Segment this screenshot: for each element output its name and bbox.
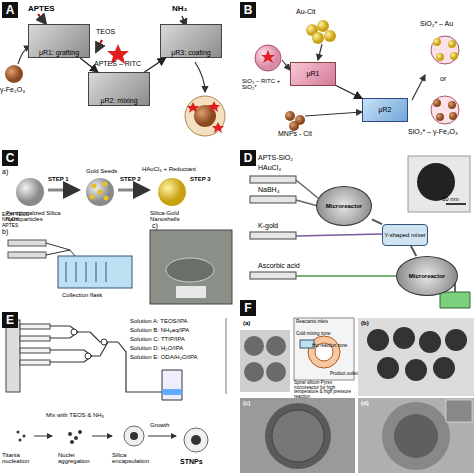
node-text: μR2: mixing — [100, 97, 137, 104]
microreactor-chip: μR3: coating — [160, 24, 222, 58]
node-text: μR3: coating — [171, 49, 210, 56]
annotation-label: NH₃ — [172, 5, 187, 13]
node-text: F — [244, 302, 251, 315]
annotation-label: Hot reaction zone — [312, 344, 347, 349]
annotation-label: TEOS — [96, 28, 115, 35]
flow-connector — [336, 86, 362, 99]
annotation-label: HAuCl₄ + Reductant — [142, 166, 196, 172]
reagent-arrow — [96, 40, 102, 52]
annotation-label: (d) — [361, 400, 369, 406]
annotation-label: SiO₂ – RITC + SiO₂* — [242, 78, 287, 91]
annotation-label: Spiral silicon-Pyrex microreactor for hi… — [294, 381, 354, 400]
annotation-label: Mix with TEOS & NH₃ — [46, 412, 104, 418]
annotation-label: (b) — [361, 320, 369, 326]
annotation-label: c) — [152, 222, 158, 229]
annotation-label: Reactants inlets — [296, 320, 328, 325]
annotation-label: Solution E: ODA/H₂O/IPA — [130, 354, 198, 360]
annotation-label: Au-Cit — [296, 8, 315, 15]
annotation-label: Solution C: TTIP/IPA — [130, 336, 185, 342]
annotation-label: (c) — [243, 400, 250, 406]
annotation-label: Functionalized Silica Nanoparticles — [6, 210, 76, 223]
panel-b-art — [255, 20, 459, 131]
iron-oxide-particle — [5, 65, 23, 83]
flow-arrow — [195, 62, 205, 92]
annotation-label: Silica-Gold Nanoshells — [150, 210, 210, 223]
annotation-label: Solution D: H₂O/IPA — [130, 345, 183, 351]
annotation-label: HAuCl₄ — [258, 164, 281, 171]
node-text: Microreactor — [409, 273, 445, 279]
panel-label: D — [240, 150, 256, 166]
annotation-label: NaBH₄ — [258, 186, 280, 193]
panel-e-art — [6, 318, 226, 452]
annotation-label: (a) — [243, 320, 250, 326]
annotation-label: APTES — [28, 5, 55, 13]
annotation-label: STNPs — [180, 458, 203, 465]
panel-label: B — [240, 2, 256, 18]
annotation-label: K-gold — [258, 222, 278, 229]
microreactor-chip: μR2: mixing — [88, 72, 150, 106]
annotation-label: Solution A: TEOS/IPA — [130, 318, 187, 324]
node-text: Microreactor — [326, 203, 362, 209]
rhodamine-star — [208, 101, 220, 112]
annotation-label: Product outlet — [330, 372, 358, 377]
flow-connector — [145, 58, 166, 72]
panel-a-art — [5, 14, 225, 136]
annotation-label: Solution B: NH₃aq/IPA — [130, 327, 189, 333]
annotation-label: APTES – RITC — [94, 60, 141, 67]
microreactor-disc: Microreactor — [316, 186, 372, 226]
microreactor-chip: μR1 — [290, 62, 336, 86]
annotation-label: Silica encapsulation — [112, 452, 152, 465]
annotation-label: γ-Fe₂O₃ — [0, 86, 25, 93]
node-text: μR1 — [307, 70, 320, 77]
annotation-label: or — [440, 75, 446, 82]
node-text: C — [6, 152, 15, 165]
flow-connector — [411, 246, 416, 256]
flow-connector — [372, 219, 382, 224]
silica-shell — [185, 96, 225, 136]
annotation-label: a) — [2, 168, 8, 175]
microreactor-chip: μR2 — [362, 98, 408, 122]
annotation-label: Cold mixing zone — [296, 332, 331, 337]
reagent-arrow — [38, 14, 46, 24]
node-text: A — [6, 4, 15, 17]
annotation-label: STEP 3 — [190, 176, 211, 182]
node-text: μR1: grafting — [39, 49, 79, 56]
annotation-label: b) — [2, 228, 8, 235]
annotation-label: Nuclei aggregation — [58, 452, 94, 465]
annotation-label: Titania nucleation — [2, 452, 34, 465]
node-text: Y-shaped mixer — [384, 232, 425, 238]
node-text: μR2 — [379, 106, 392, 113]
panel-c-art — [8, 178, 232, 304]
rhodamine-star — [187, 102, 199, 113]
panel-label: A — [2, 2, 18, 18]
annotation-label: Ascorbic acid — [258, 262, 300, 269]
annotation-label: MNPs - Cit — [278, 130, 312, 137]
flow-connector — [80, 58, 98, 72]
panel-label: F — [240, 300, 256, 316]
panel-label: E — [2, 312, 18, 328]
annotation-label: Growth — [150, 422, 169, 428]
annotation-label: STEP 1 — [48, 176, 69, 182]
panel-d-art — [250, 156, 470, 308]
annotation-label: SiO₂* – γ-Fe₂O₃ — [408, 128, 458, 135]
node-text: D — [244, 152, 253, 165]
annotation-label: SiO₂* – Au — [420, 20, 453, 27]
panel-f-art — [240, 318, 474, 473]
node-text: B — [244, 4, 253, 17]
rhodamine-star — [212, 122, 224, 133]
panel-label: C — [2, 150, 18, 166]
annotation-label: Gold Seeds — [86, 168, 117, 174]
annotation-label: 50 nm — [442, 196, 459, 202]
annotation-label: STEP 2 — [120, 176, 141, 182]
y-mixer: Y-shaped mixer — [382, 224, 428, 246]
annotation-label: Collection flask — [62, 292, 102, 298]
microreactor-disc: Microreactor — [396, 256, 458, 296]
microreactor-chip: μR1: grafting — [28, 24, 90, 58]
annotation-label: APTS-SiO₂ — [258, 154, 293, 161]
node-text: E — [6, 314, 14, 327]
